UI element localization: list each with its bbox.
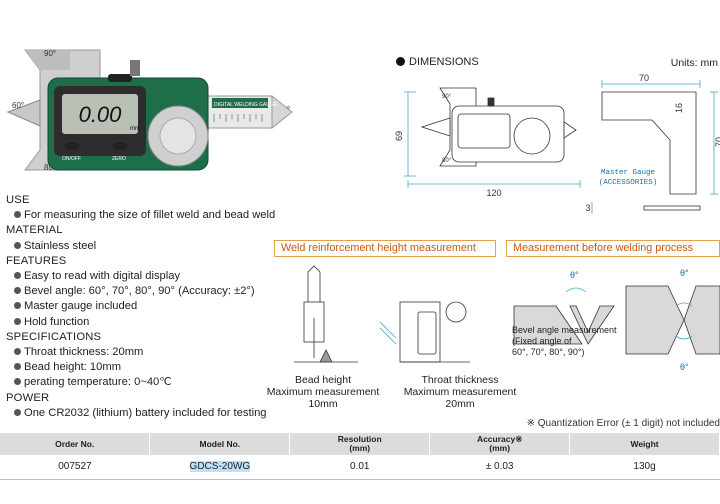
dimensions-heading: DIMENSIONS <box>396 56 479 68</box>
units-label: Units: mm <box>670 57 718 69</box>
bullet-icon <box>14 241 21 249</box>
power-title: POWER <box>6 391 50 404</box>
theta-label-left: θ° <box>570 270 579 280</box>
feature-item: Bevel angle: 60°, 70°, 80°, 90° (Accurac… <box>6 284 306 299</box>
bead-height-caption: Bead height Maximum measurement 10mm <box>258 374 388 410</box>
throat-caption-line: 20mm <box>445 398 475 410</box>
bevel-caption-line: 60°, 70°, 80°, 90°) <box>512 347 585 357</box>
angle-90-label: 90° <box>44 49 56 58</box>
specification-item: Throat thickness: 20mm <box>6 345 306 360</box>
spec-list: USE For measuring the size of fillet wel… <box>6 193 306 421</box>
features-title: FEATURES <box>6 254 67 267</box>
bead-caption-line: Maximum measurement <box>266 386 380 398</box>
hold-button <box>108 74 132 82</box>
cell-weight: 130g <box>569 455 720 480</box>
onoff-label: ON/OFF <box>62 156 81 162</box>
hold-label: HOLD <box>112 69 126 75</box>
bevel-angle-caption: Bevel angle measurement (Fixed angle of … <box>512 325 632 358</box>
bullet-icon <box>14 348 21 356</box>
product-photo: 90° 60° 70° 80° DIGITAL WELDING GAUGE 0.… <box>6 49 293 172</box>
bullet-icon <box>14 211 21 219</box>
theta-label-right-top: θ° <box>680 268 689 278</box>
drawing-80-mark: 80° <box>442 158 452 164</box>
cell-resolution: 0.01 <box>289 455 430 480</box>
feature-item-text: Easy to read with digital display <box>24 270 181 283</box>
material-item-text: Stainless steel <box>24 239 97 252</box>
dim-69: 69 <box>394 131 404 141</box>
specifications-title: SPECIFICATIONS <box>6 330 102 343</box>
bead-caption-line: Bead height <box>294 374 352 386</box>
use-item-text: For measuring the size of fillet weld an… <box>24 209 276 222</box>
before-welding-heading: Measurement before welding process <box>506 240 720 257</box>
table-row: 007527 GDCS-20WG 0.01 ± 0.03 130g <box>0 455 720 480</box>
bullet-icon <box>396 57 405 66</box>
bullet-icon <box>14 302 21 310</box>
cell-order-no: 007527 <box>0 455 150 480</box>
bullet-icon <box>14 408 21 416</box>
measurement-illustrations: θ° θ° θ° <box>294 265 720 372</box>
bead-caption-line: 10mm <box>308 398 338 410</box>
lcd-value: 0.00 <box>79 102 123 127</box>
bullet-icon <box>14 287 21 295</box>
feature-item-text: Master gauge included <box>24 300 138 313</box>
bullet-icon <box>14 363 21 371</box>
specification-item-text: Bead height: 10mm <box>24 361 122 374</box>
specification-item: Bead height: 10mm <box>6 360 306 375</box>
material-item: Stainless steel <box>6 239 306 254</box>
angle-80-label: 80° <box>44 163 56 172</box>
feature-item: Master gauge included <box>6 299 306 314</box>
specification-item-text: Throat thickness: 20mm <box>24 346 144 359</box>
lcd-unit: mm <box>130 126 140 132</box>
power-item-text: One CR2032 (lithium) battery included fo… <box>24 406 267 419</box>
specification-item: perating temperature: 0~40℃ <box>6 375 306 390</box>
zero-label: ZERO <box>112 156 126 162</box>
col-order-no: Order No. <box>0 433 151 455</box>
dim-70-right: 70 <box>714 137 720 147</box>
feature-item-text: Bevel angle: 60°, 70°, 80°, 90° (Accurac… <box>24 285 255 298</box>
bullet-icon <box>14 272 21 280</box>
feature-item-text: Hold function <box>24 315 90 328</box>
gauge-label: DIGITAL WELDING GAUGE <box>214 102 278 108</box>
throat-caption-line: Throat thickness <box>421 374 499 386</box>
specification-item-text: perating temperature: 0~40℃ <box>24 376 172 389</box>
spec-table: Order No. Model No. Resolution (mm) Accu… <box>0 433 720 480</box>
bevel-caption-line: (Fixed angle of <box>512 336 572 346</box>
use-item: For measuring the size of fillet weld an… <box>6 208 306 223</box>
table-header-row: Order No. Model No. Resolution (mm) Accu… <box>0 433 720 455</box>
zero-button <box>113 142 127 150</box>
dimensions-heading-text: DIMENSIONS <box>409 56 479 68</box>
onoff-button <box>65 142 79 150</box>
model-no-highlight: GDCS-20WG <box>189 461 251 473</box>
col-resolution: Resolution (mm) <box>289 433 431 455</box>
feature-item: Easy to read with digital display <box>6 269 306 284</box>
bevel-caption-line: Bevel angle measurement <box>512 325 617 335</box>
dimension-drawing: 70 69 120 70 16 3 Master Gauge (ACCESSOR… <box>394 73 720 214</box>
use-title: USE <box>6 194 30 206</box>
drawing-90-mark: 90° <box>442 94 452 100</box>
master-gauge-accessories: (ACCESSORIES) <box>599 179 658 187</box>
feature-item: Hold function <box>6 315 306 330</box>
master-gauge-label: Master Gauge <box>601 169 655 177</box>
throat-caption-line: Maximum measurement <box>403 386 517 398</box>
col-accuracy: Accuracy※ (mm) <box>429 433 571 455</box>
cell-model-no: GDCS-20WG <box>149 455 290 480</box>
power-item: One CR2032 (lithium) battery included fo… <box>6 406 306 421</box>
material-title: MATERIAL <box>6 224 63 237</box>
dim-16: 16 <box>674 103 684 113</box>
col-model-no: Model No. <box>149 433 291 455</box>
quantization-note: ※ Quantization Error (± 1 digit) not inc… <box>526 418 720 429</box>
weld-height-heading: Weld reinforcement height measurement <box>274 240 496 257</box>
dim-120: 120 <box>486 188 501 198</box>
bullet-icon <box>14 317 21 325</box>
theta-label-right-bottom: θ° <box>680 362 689 372</box>
throat-thickness-caption: Throat thickness Maximum measurement 20m… <box>390 374 530 410</box>
dim-70-top: 70 <box>639 73 649 83</box>
bullet-icon <box>14 378 21 386</box>
col-weight: Weight <box>569 433 720 455</box>
cell-accuracy: ± 0.03 <box>429 455 570 480</box>
angle-60-label: 60° <box>12 101 24 110</box>
dim-3: 3 <box>585 203 590 213</box>
